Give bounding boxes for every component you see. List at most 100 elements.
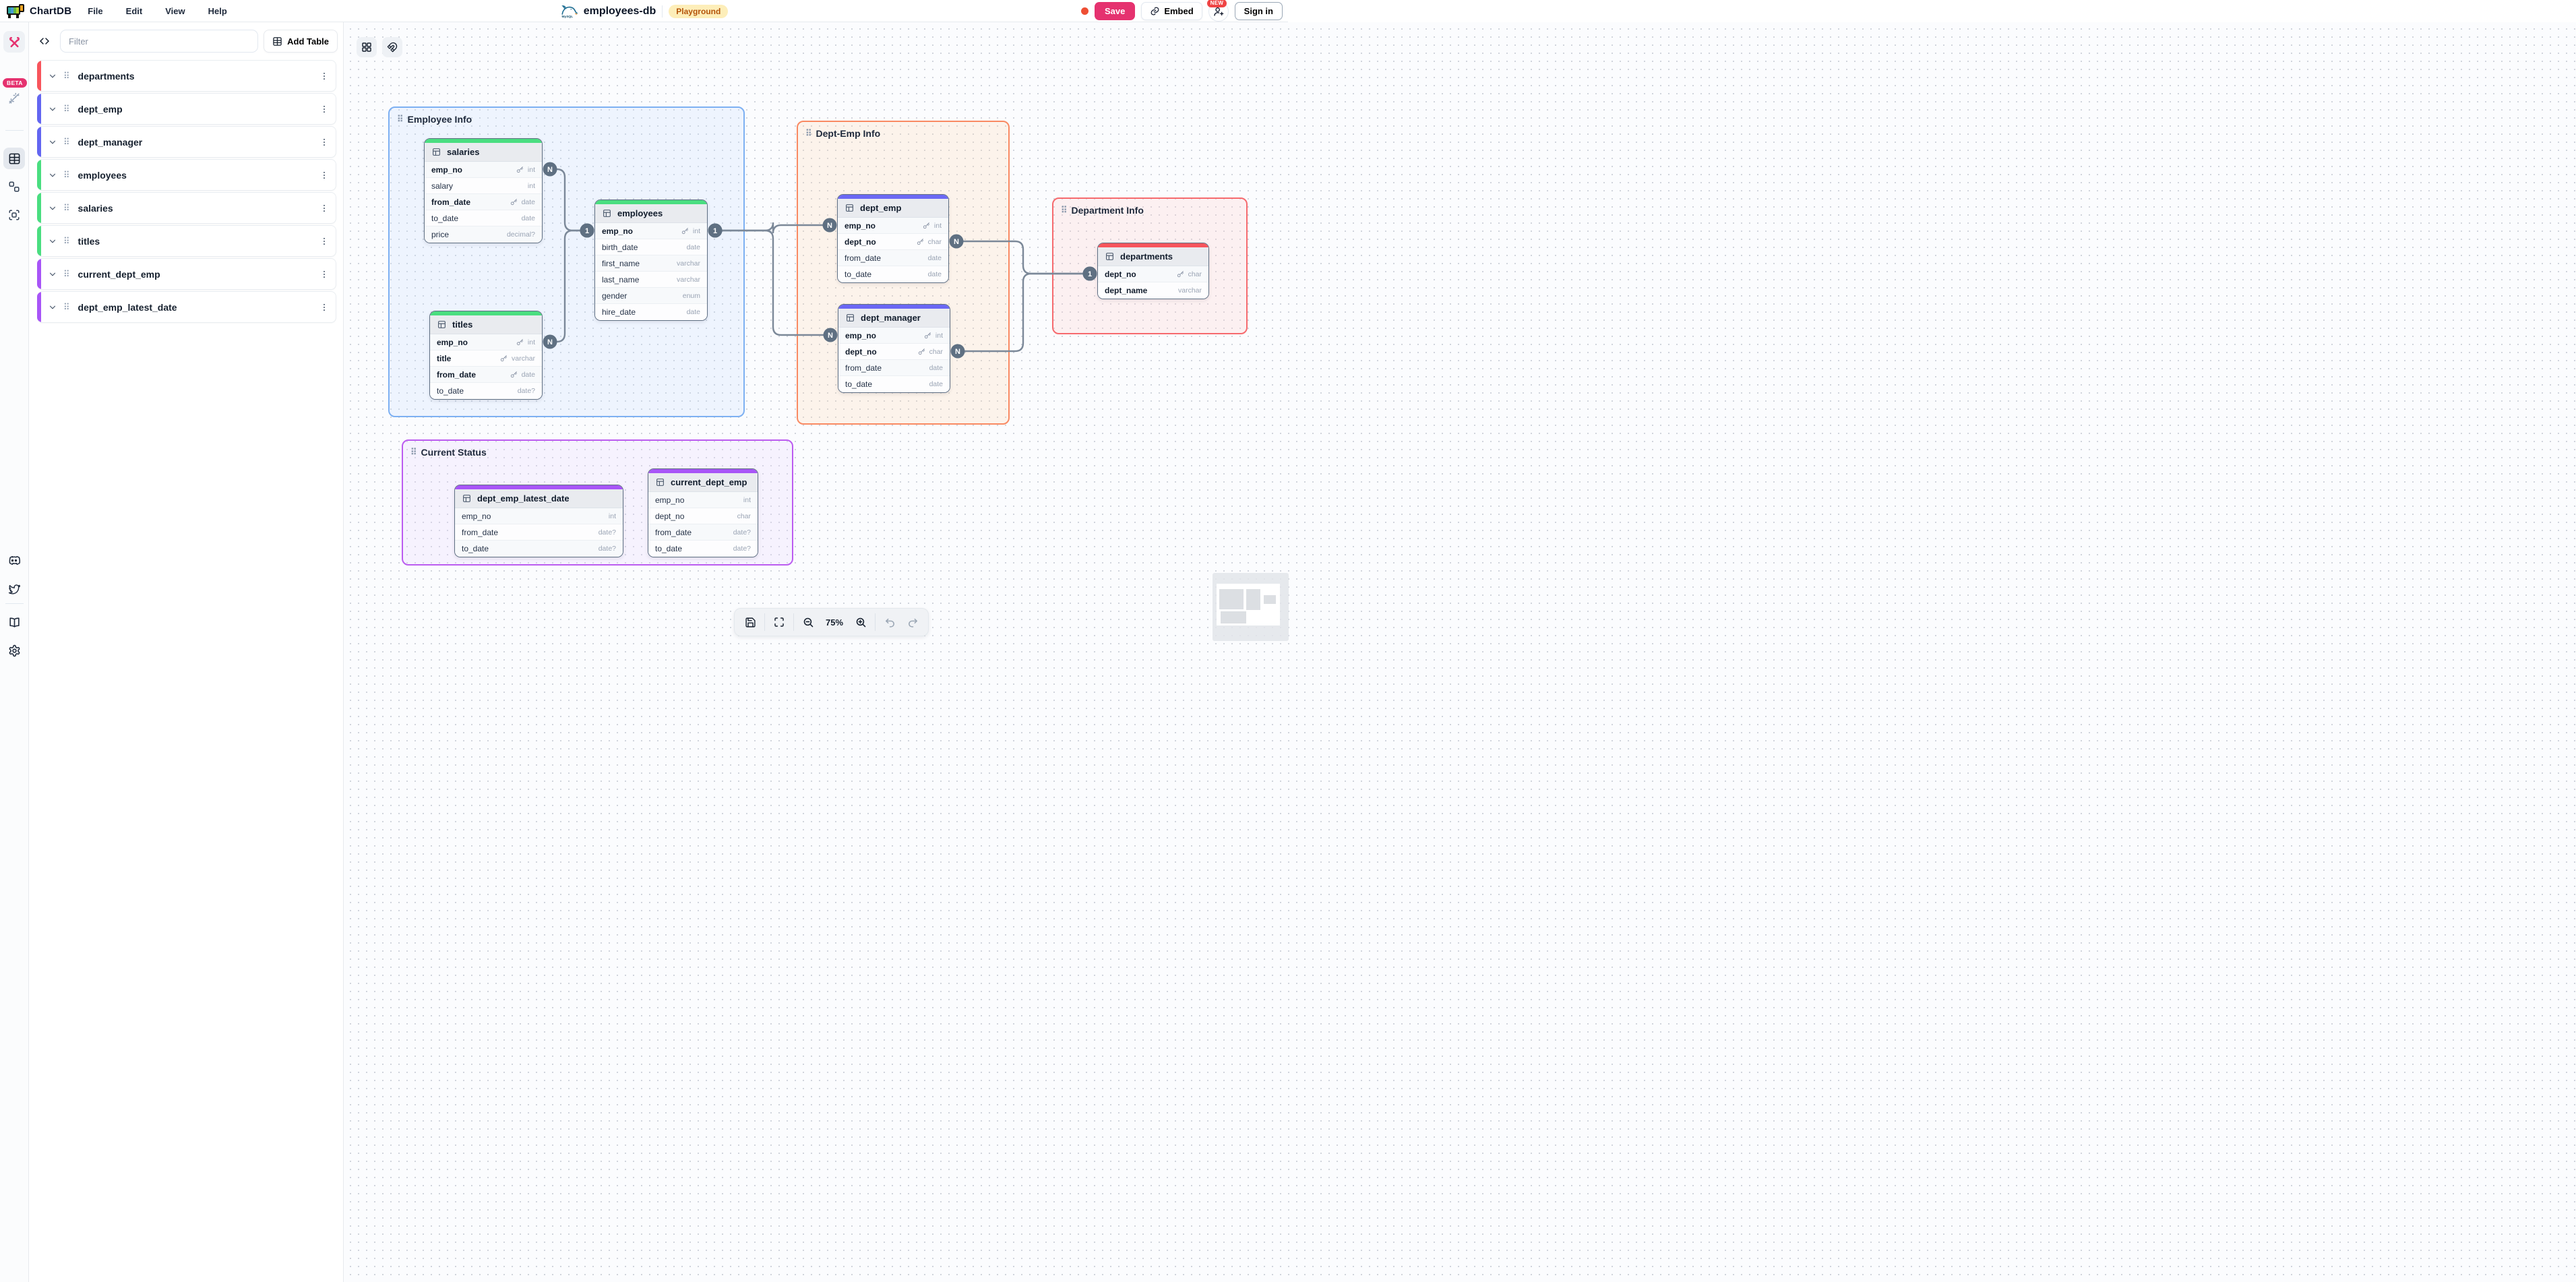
sidebar-table-name: dept_manager	[78, 136, 143, 148]
sidebar-table-row[interactable]: ⠿dept_emp	[37, 93, 336, 125]
diagram-canvas[interactable]: ⠿Employee Info⠿Dept-Emp Info⠿Department …	[344, 22, 2576, 1282]
sidebar-view-relationships-icon[interactable]	[3, 176, 25, 197]
table-node-header[interactable]: current_dept_emp	[648, 473, 758, 492]
undo-button[interactable]	[878, 611, 901, 634]
table-node-header[interactable]: salaries	[425, 143, 542, 162]
drag-handle-icon[interactable]: ⠿	[63, 137, 69, 147]
table-menu-kebab-icon[interactable]	[319, 104, 329, 114]
chevron-down-icon[interactable]	[48, 71, 57, 81]
chartdb-ai-icon[interactable]	[3, 31, 25, 53]
chevron-down-icon[interactable]	[48, 104, 57, 114]
zoom-toolbar: 75%	[734, 608, 929, 636]
drag-handle-icon[interactable]: ⠿	[805, 128, 811, 138]
drag-handle-icon[interactable]: ⠿	[397, 114, 403, 124]
minimap[interactable]	[1213, 573, 1289, 641]
drag-handle-icon[interactable]: ⠿	[63, 236, 69, 246]
table-icon	[656, 478, 665, 487]
layout-grid-button[interactable]	[357, 37, 377, 57]
table-menu-kebab-icon[interactable]	[319, 237, 329, 246]
zoom-out-button[interactable]	[797, 611, 820, 634]
table-menu-kebab-icon[interactable]	[319, 71, 329, 81]
redo-button[interactable]	[901, 611, 924, 634]
drag-handle-icon[interactable]: ⠿	[63, 302, 69, 312]
drag-handle-icon[interactable]: ⠿	[63, 203, 69, 213]
settings-gear-icon[interactable]	[3, 640, 25, 661]
field-name: to_date	[431, 213, 459, 223]
fullscreen-button[interactable]	[768, 611, 791, 634]
sidebar-table-row[interactable]: ⠿salaries	[37, 192, 336, 224]
menu-view[interactable]: View	[165, 5, 185, 16]
field-name: from_date	[845, 253, 882, 263]
sidebar-table-row[interactable]: ⠿departments	[37, 60, 336, 92]
field-name: dept_no	[845, 237, 876, 247]
sidebar-table-row[interactable]: ⠿dept_emp_latest_date	[37, 291, 336, 323]
new-badge: NEW	[1206, 0, 1227, 7]
add-table-button[interactable]: Add Table	[264, 30, 338, 53]
save-diagram-button[interactable]	[739, 611, 762, 634]
chevron-down-icon[interactable]	[48, 138, 57, 147]
table-menu-kebab-icon[interactable]	[319, 204, 329, 213]
table-node-header[interactable]: departments	[1098, 247, 1208, 266]
field-type: date?	[517, 387, 535, 395]
drag-handle-icon[interactable]: ⠿	[63, 71, 69, 81]
field-type: date	[929, 363, 943, 372]
field-name: dept_no	[1105, 269, 1136, 279]
table-node-header[interactable]: employees	[595, 204, 707, 223]
table-menu-kebab-icon[interactable]	[319, 171, 329, 180]
menu-help[interactable]: Help	[208, 5, 227, 16]
chevron-down-icon[interactable]	[48, 270, 57, 279]
drag-handle-icon[interactable]: ⠿	[1061, 205, 1067, 215]
chevron-down-icon[interactable]	[48, 303, 57, 312]
code-view-icon[interactable]	[34, 31, 55, 51]
table-menu-kebab-icon[interactable]	[319, 303, 329, 312]
drag-handle-icon[interactable]: ⠿	[63, 104, 69, 114]
filter-input[interactable]	[60, 30, 259, 53]
twitter-icon[interactable]	[3, 578, 25, 600]
table-menu-kebab-icon[interactable]	[319, 138, 329, 147]
table-node-header[interactable]: dept_manager	[838, 309, 950, 328]
primary-key-icon	[1177, 270, 1184, 278]
zoom-in-button[interactable]	[849, 611, 872, 634]
drag-handle-icon[interactable]: ⠿	[410, 447, 417, 457]
drag-handle-icon[interactable]: ⠿	[63, 269, 69, 279]
zoom-level[interactable]: 75%	[825, 617, 844, 628]
sidebar-view-dependencies-icon[interactable]	[3, 204, 25, 226]
sidebar-table-row[interactable]: ⠿current_dept_emp	[37, 258, 336, 290]
sidebar-view-tables-icon[interactable]	[3, 148, 25, 169]
drag-handle-icon[interactable]: ⠿	[63, 170, 69, 180]
magic-wand-icon[interactable]	[3, 88, 25, 109]
embed-button[interactable]: Embed	[1141, 2, 1202, 20]
field-type: int	[527, 181, 535, 190]
table-color-bar	[37, 259, 41, 289]
sidebar-table-row[interactable]: ⠿employees	[37, 159, 336, 191]
table-node-header[interactable]: dept_emp_latest_date	[455, 489, 623, 508]
save-button[interactable]: Save	[1094, 2, 1136, 20]
sidebar-table-row[interactable]: ⠿titles	[37, 225, 336, 257]
field-name: price	[431, 230, 450, 239]
sign-in-button[interactable]: Sign in	[1234, 2, 1283, 20]
table-color-bar	[37, 127, 41, 157]
snap-magnet-button[interactable]	[382, 37, 402, 57]
chevron-down-icon[interactable]	[48, 171, 57, 180]
docs-book-icon[interactable]	[3, 611, 25, 633]
primary-key-icon	[918, 348, 925, 355]
chevron-down-icon[interactable]	[48, 204, 57, 213]
menu-file[interactable]: File	[88, 5, 103, 16]
table-node-header[interactable]: dept_emp	[838, 199, 948, 218]
table-node-header[interactable]: titles	[430, 315, 542, 334]
chevron-down-icon[interactable]	[48, 237, 57, 246]
sidebar-table-row[interactable]: ⠿ dept_manager	[37, 126, 336, 158]
discord-icon[interactable]	[3, 550, 25, 572]
table-menu-kebab-icon[interactable]	[319, 270, 329, 279]
menu-edit[interactable]: Edit	[125, 5, 143, 16]
